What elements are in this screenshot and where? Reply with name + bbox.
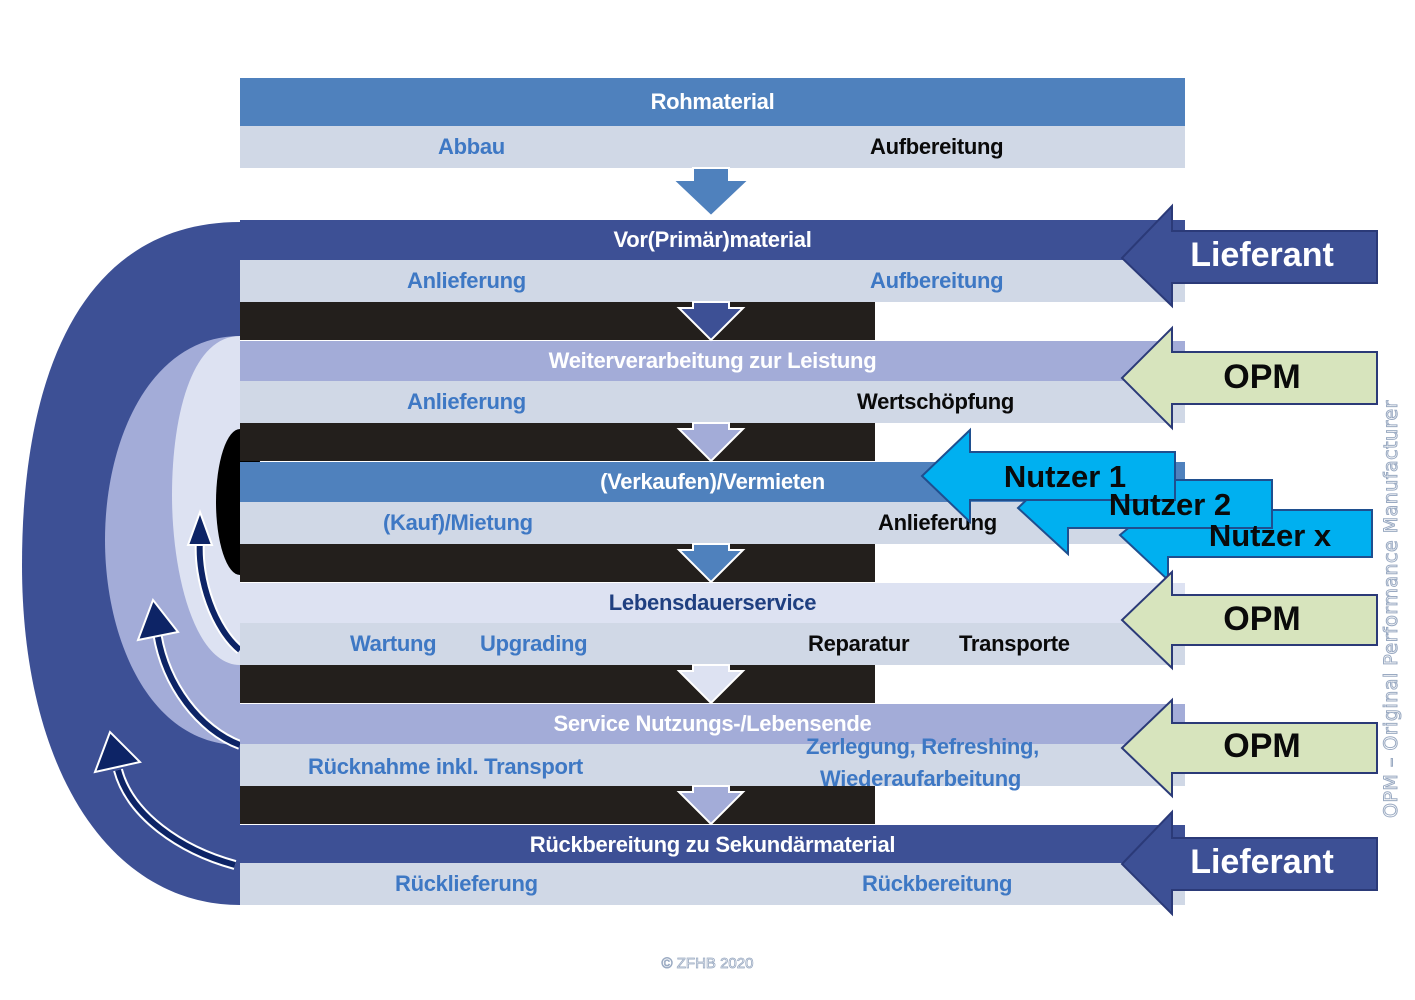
activity-right: Aufbereitung [870, 134, 1004, 159]
activity-left: Rücklieferung [395, 871, 538, 896]
stage-activities: Rücknahme inkl. Transport Zerlegung, Ref… [240, 734, 1185, 791]
opm-definition-note: OPM – Original Performance Manufacturer [1380, 400, 1403, 819]
activity-reparatur: Reparatur [808, 631, 910, 656]
actor-opm-2: OPM [1223, 600, 1301, 638]
inner-ring [172, 336, 240, 665]
connector-band [240, 302, 875, 340]
stage-activities: Abbau Aufbereitung [240, 126, 1185, 168]
stage-activities: Anlieferung Wertschöpfung [240, 381, 1185, 423]
actor-opm-3: OPM [1223, 727, 1301, 765]
stage-activities: Wartung Upgrading Reparatur Transporte [240, 623, 1185, 665]
stage-title: Lebensdauerservice [240, 583, 1185, 623]
return-arrow-inner [186, 509, 244, 654]
return-arrow-middle [136, 597, 242, 750]
actor-nutzer-2: Nutzer 2 [1108, 487, 1232, 522]
stage-title: Vor(Primär)material [240, 220, 1185, 260]
activity-transporte: Transporte [959, 631, 1070, 656]
activity-right: Aufbereitung [870, 268, 1004, 293]
activity-right: Rückbereitung [862, 871, 1013, 896]
stage-title: Rohmaterial [240, 78, 1185, 126]
return-arrow-outer [93, 730, 237, 870]
activity-right-line2: Wiederaufarbeitung [820, 766, 1021, 791]
activity-right: Wertschöpfung [857, 389, 1015, 414]
connector-band [240, 786, 875, 824]
actor-opm-1: OPM [1223, 358, 1301, 396]
stage-activities: Anlieferung Aufbereitung [240, 260, 1185, 302]
activity-right: Anlieferung [878, 510, 997, 535]
stage-title: Rückbereitung zu Sekundärmaterial [240, 825, 1185, 865]
activity-upgrading: Upgrading [480, 631, 588, 656]
activity-left: (Kauf)/Mietung [383, 510, 533, 535]
stage-activities: Rücklieferung Rückbereitung [240, 863, 1185, 905]
stage-rohmaterial: Rohmaterial Abbau Aufbereitung [240, 74, 1185, 168]
stage-weiterverarbeitung: Weiterverarbeitung zur Leistung Anliefer… [240, 341, 1185, 423]
actor-nutzer-1: Nutzer 1 [1003, 459, 1127, 494]
stage-sekundaermaterial: Rückbereitung zu Sekundärmaterial Rückli… [240, 825, 1185, 905]
activity-left: Abbau [438, 134, 505, 159]
stage-title: Service Nutzungs-/Lebensende [240, 704, 1185, 744]
actor-nutzer-x: Nutzer x [1208, 518, 1332, 553]
connector-band [240, 423, 875, 461]
activity-left: Anlieferung [407, 268, 526, 293]
stage-vorprimaermaterial: Vor(Primär)material Anlieferung Aufberei… [240, 220, 1185, 302]
activity-left: Rücknahme inkl. Transport [308, 754, 583, 779]
stage-title: Weiterverarbeitung zur Leistung [240, 341, 1185, 381]
activity-wartung: Wartung [350, 631, 437, 656]
stage-lebensdauerservice: Lebensdauerservice Wartung Upgrading Rep… [240, 583, 1185, 665]
copyright-notice: © ZFHB 2020 [661, 955, 754, 973]
activity-left: Anlieferung [407, 389, 526, 414]
stage-activities: (Kauf)/Mietung Anlieferung [240, 502, 1185, 544]
activity-right-line1: Zerlegung, Refreshing, [806, 734, 1039, 759]
actor-lieferant-top: Lieferant [1190, 236, 1334, 274]
actor-lieferant-bottom: Lieferant [1190, 843, 1334, 881]
stage-nutzungsende: Service Nutzungs-/Lebensende Rücknahme i… [240, 704, 1185, 791]
connector-band [240, 544, 875, 582]
connector-band [240, 665, 875, 703]
